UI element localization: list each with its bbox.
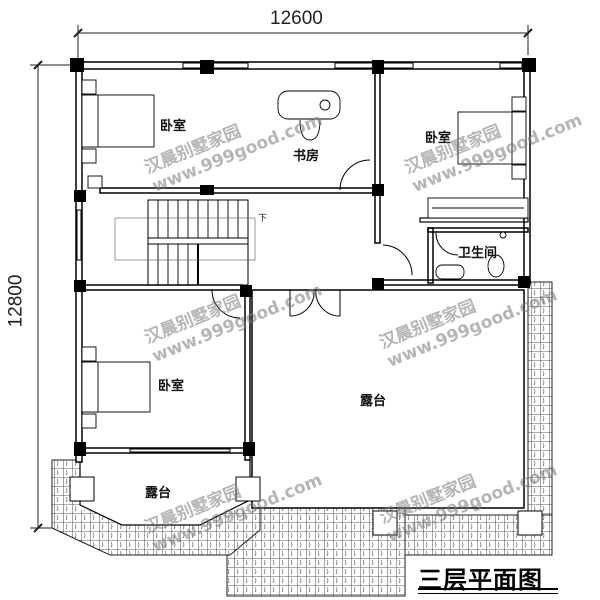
room-label-bedroom-ne: 卧室 [425, 131, 452, 146]
tiled-roof [51, 281, 553, 597]
room-label-bathroom: 卫生间 [458, 246, 498, 261]
room-label-terrace-main: 露台 [360, 394, 387, 409]
dimension-height: 12800 [5, 274, 27, 328]
columns [70, 58, 536, 456]
title-underline [418, 588, 558, 590]
planters [69, 476, 543, 536]
stair-down-label: 下 [258, 214, 268, 224]
room-label-bedroom-nw: 卧室 [160, 119, 187, 134]
furniture [81, 79, 529, 429]
title-underline-thin [418, 593, 558, 594]
staircase [114, 199, 256, 286]
dimension-width: 12600 [270, 8, 323, 29]
room-label-bedroom-sw: 卧室 [158, 379, 185, 394]
room-label-study: 书房 [293, 149, 320, 164]
doors [211, 159, 459, 319]
terrace-floor [251, 289, 525, 509]
dimension-lines [30, 25, 533, 533]
room-label-terrace-sw: 露台 [145, 486, 172, 501]
